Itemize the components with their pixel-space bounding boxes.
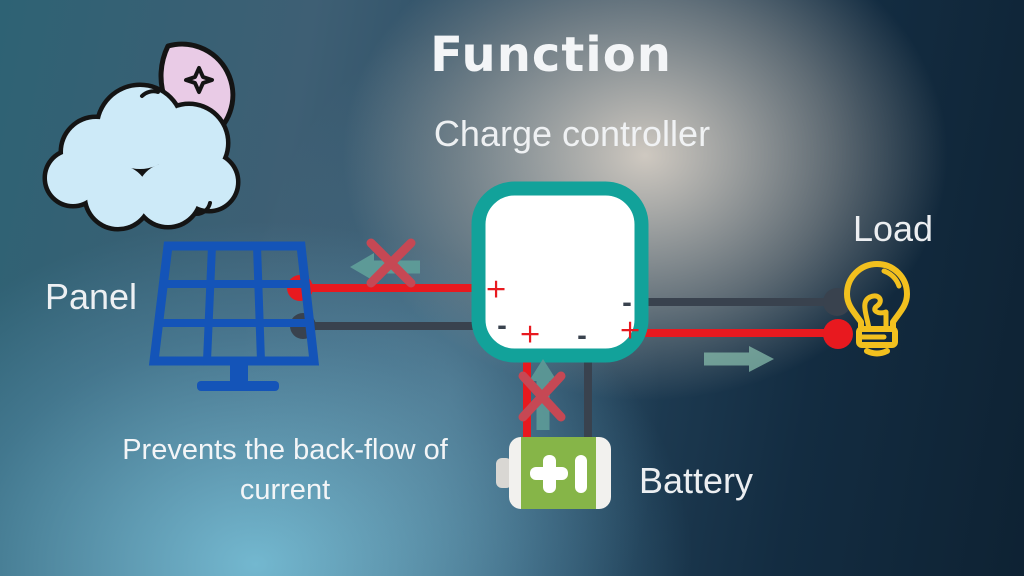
panel-pole <box>230 359 248 383</box>
caption-line-1: Prevents the back-flow of <box>122 434 448 466</box>
panel-label: Panel <box>44 276 138 317</box>
battery-terminal-nub <box>496 458 512 488</box>
bulb-filament <box>862 293 889 332</box>
load-label: Load <box>852 208 934 249</box>
caption-line-2: current <box>239 474 331 506</box>
bulb-base <box>856 326 898 348</box>
battery-bar-icon <box>575 455 587 493</box>
charge-controller-box <box>471 181 649 363</box>
charge-controller-label: Charge controller <box>433 113 711 154</box>
page-title: Function <box>430 27 672 83</box>
cloud-fill <box>47 87 236 227</box>
bulb-shine <box>881 268 902 289</box>
panel-frame <box>148 241 320 366</box>
solar-panel-icon <box>148 241 320 391</box>
bulb-glass <box>844 261 910 332</box>
terminal-battery-positive: + <box>518 318 542 350</box>
panel-grid-line <box>253 245 265 362</box>
terminal-pv-positive: + <box>484 273 508 305</box>
battery-icon <box>496 437 611 509</box>
terminal-load-positive: + <box>618 314 642 346</box>
panel-base <box>197 381 279 391</box>
cloud-detail-arcs <box>140 89 212 216</box>
x-marks <box>366 238 566 422</box>
terminal-load-negative: - <box>622 289 632 317</box>
caption: Prevents the back-flow of current <box>122 430 448 510</box>
cloud-moon-icon <box>42 41 241 232</box>
battery-plus-icon <box>543 455 556 493</box>
panel-grid-line <box>203 245 216 362</box>
bulb-base-cap <box>864 348 890 357</box>
terminal-battery-negative: - <box>577 322 587 350</box>
wiring <box>300 284 838 450</box>
terminal-pv-negative: - <box>497 312 507 340</box>
load-positive-dot <box>823 319 853 349</box>
light-bulb-icon <box>844 261 910 357</box>
x-mark-battery-icon <box>518 371 566 422</box>
x-mark-panel-icon <box>366 238 416 288</box>
star-icon <box>184 66 214 94</box>
flow-arrow-right-icon <box>704 346 774 372</box>
load-negative-dot <box>823 288 851 316</box>
battery-label: Battery <box>638 460 754 501</box>
